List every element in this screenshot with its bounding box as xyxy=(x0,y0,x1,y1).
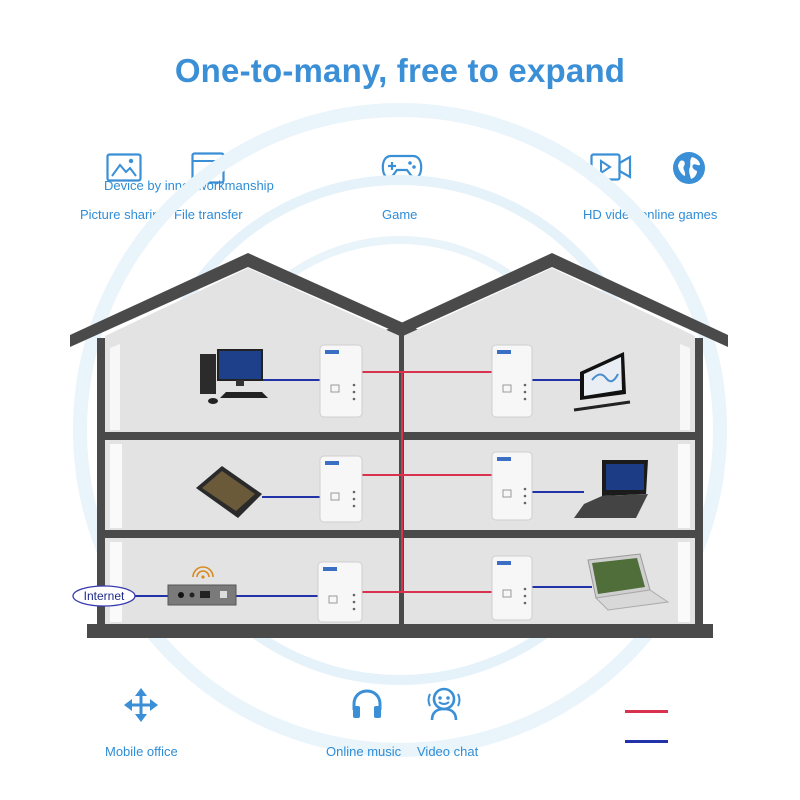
signal-ring xyxy=(73,103,727,757)
tv xyxy=(573,352,631,412)
floor-2 xyxy=(97,432,703,440)
internet-label: Internet xyxy=(84,589,125,603)
desktop-pc xyxy=(200,349,268,404)
powerline-adapter-2 xyxy=(319,455,363,523)
picture-sharing-label: Picture sharing xyxy=(80,207,167,222)
game-label: Game xyxy=(382,207,418,222)
tablet xyxy=(196,466,262,518)
router xyxy=(167,566,237,606)
powerline-adapter-4 xyxy=(491,344,533,418)
globe-icon xyxy=(673,152,705,184)
powerline-adapter-3 xyxy=(317,561,363,623)
page-title: One-to-many, free to expand xyxy=(174,52,626,89)
outer-wall-right xyxy=(695,338,703,626)
hd-video-label: HD video online games xyxy=(583,207,718,222)
wall-shade xyxy=(110,344,120,430)
wall-shade xyxy=(678,542,690,622)
ground-floor xyxy=(87,624,713,638)
powerline-adapter-6 xyxy=(491,555,533,621)
outer-wall-left xyxy=(97,338,105,626)
room-bottom-right xyxy=(403,538,695,624)
floor-1 xyxy=(97,530,703,538)
move-arrows-icon xyxy=(124,688,158,722)
mobile-office-label: Mobile office xyxy=(105,744,178,759)
file-transfer-label: File transfer xyxy=(174,207,243,222)
attic-room-right xyxy=(403,268,695,432)
legend-blue-line xyxy=(625,740,668,743)
headphones-icon xyxy=(352,689,382,718)
video-chat-label: Video chat xyxy=(417,744,479,759)
laptop xyxy=(574,460,648,518)
online-music-label: Online music xyxy=(326,744,402,759)
wall-shade xyxy=(680,344,690,430)
room-middle-right xyxy=(403,440,695,530)
legend-red-line xyxy=(625,710,668,713)
wall-shade xyxy=(678,444,690,528)
powerline-adapter-5 xyxy=(491,451,533,521)
powerline-wiring xyxy=(360,371,494,593)
ethernet-links xyxy=(134,379,592,597)
internet-badge: Internet xyxy=(72,585,136,607)
video-chat-icon xyxy=(427,687,461,721)
wall-shade xyxy=(110,444,122,528)
gamepad-icon xyxy=(381,154,423,179)
picture-icon xyxy=(106,153,142,182)
wall-shade xyxy=(110,542,122,622)
laptop xyxy=(587,553,670,611)
powerline-adapter-1 xyxy=(319,344,363,418)
